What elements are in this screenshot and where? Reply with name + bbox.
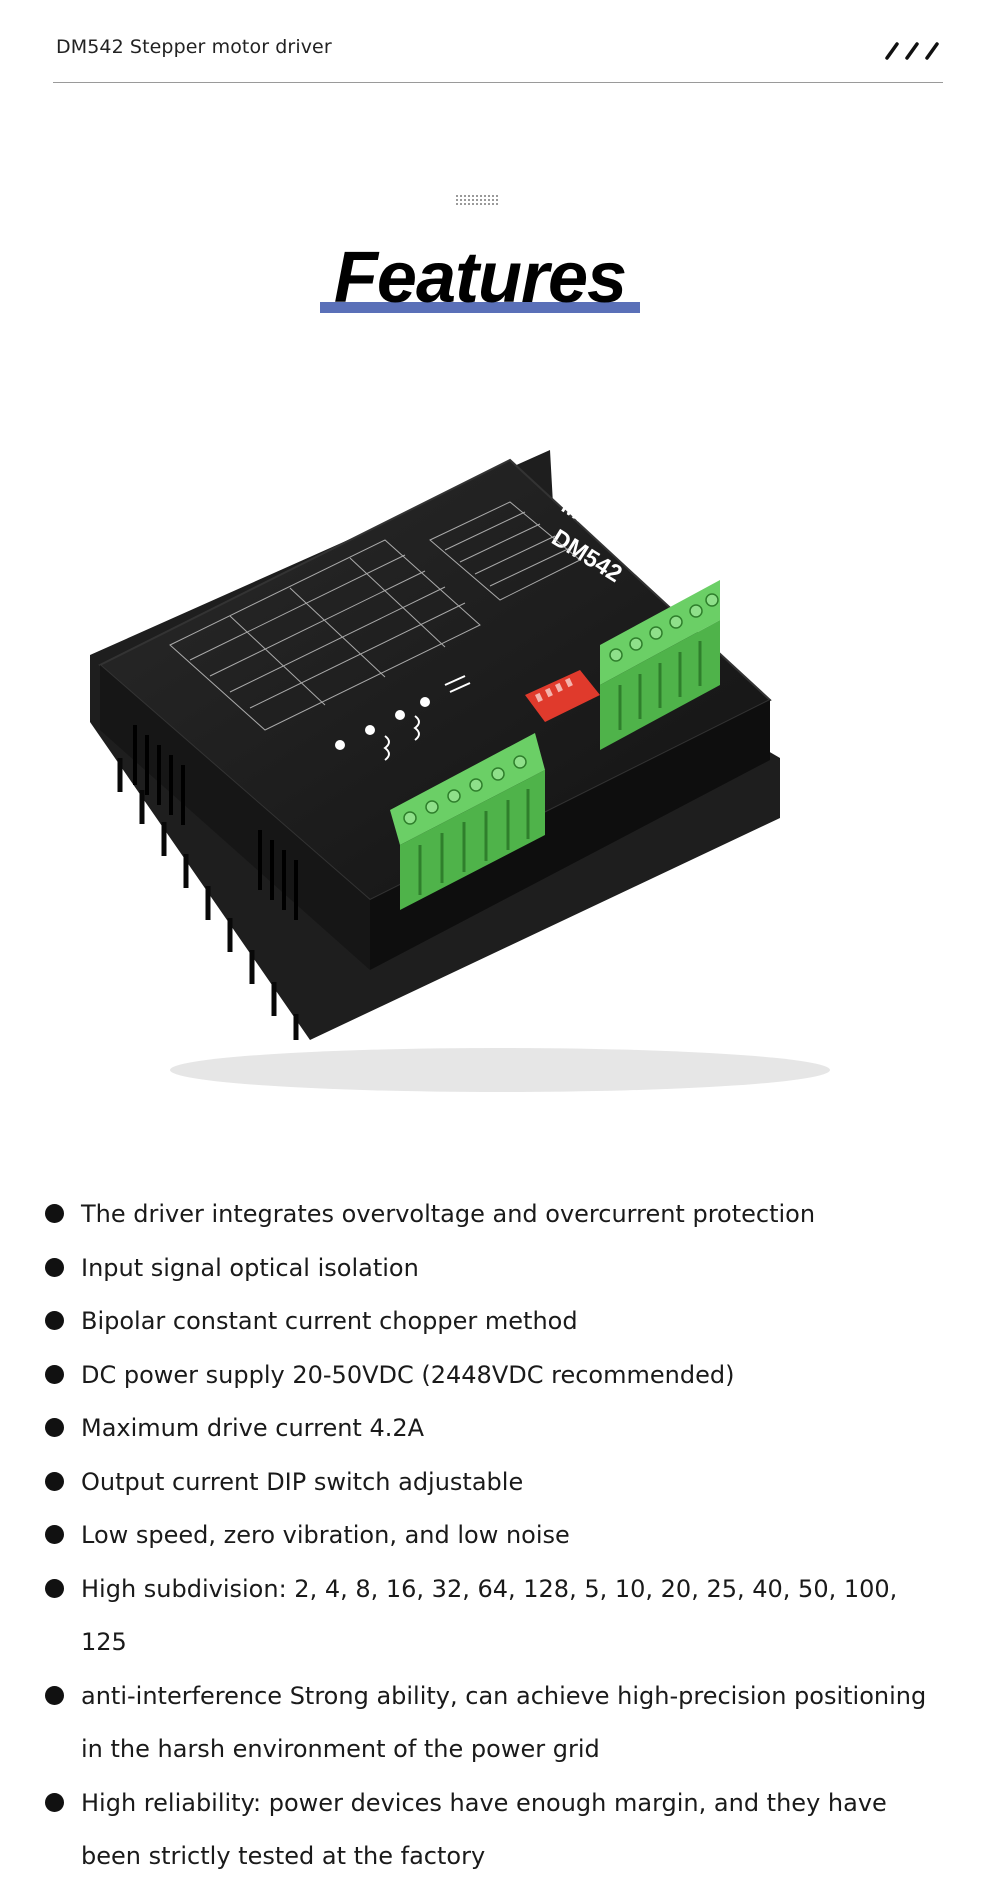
bullet-icon [45,1525,64,1544]
dip-switch [525,670,600,722]
bullet-icon [45,1685,64,1705]
bullet-icon [45,1578,64,1598]
power-terminal-block [390,733,545,910]
feature-text: High subdivision: 2, 4, 8, 16, 32, 64, 1… [81,1574,898,1657]
dotted-ornament-icon [456,195,498,205]
slashes-icon [885,42,939,60]
feature-text: Output current DIP switch adjustable [81,1467,524,1496]
list-item: Maximum drive current 4.2A [45,1402,945,1456]
feature-text: Bipolar constant current chopper method [81,1307,578,1335]
list-item: Low speed, zero vibration, and low noise [45,1509,945,1563]
bullet-icon [45,1792,64,1812]
bullet-icon [45,1311,64,1330]
bullet-icon [45,1471,64,1491]
signal-terminal-block [600,580,720,750]
feature-text: High reliability: power devices have eno… [81,1788,887,1871]
bullet-icon [45,1257,64,1277]
list-item: High subdivision: 2, 4, 8, 16, 32, 64, 1… [45,1563,945,1670]
feature-text: Input signal optical isolation [81,1253,419,1282]
list-item: Output current DIP switch adjustable [45,1456,945,1510]
stepper-driver-image: Microstep Driver DM542 [90,450,830,1092]
heading-accent-bar [320,302,640,313]
driver-side-face [100,665,370,970]
page-header: DM542 Stepper motor driver [53,30,943,83]
list-item: Input signal optical isolation [45,1242,945,1296]
bullet-icon [45,1364,64,1384]
feature-text: The driver integrates overvoltage and ov… [81,1200,816,1228]
section-heading: Features [320,238,640,318]
list-item: Bipolar constant current chopper method [45,1295,945,1349]
list-item: The driver integrates overvoltage and ov… [45,1188,945,1242]
features-list: The driver integrates overvoltage and ov… [45,1188,945,1884]
feature-text: anti-interference Strong ability, can ac… [81,1681,927,1764]
list-item: DC power supply 20-50VDC (2448VDC recomm… [45,1349,945,1403]
feature-text: Maximum drive current 4.2A [81,1414,425,1442]
bullet-icon [45,1204,64,1223]
list-item: anti-interference Strong ability, can ac… [45,1670,945,1777]
section-title: Features [333,238,627,318]
feature-text: Low speed, zero vibration, and low noise [81,1521,570,1549]
list-item: High reliability: power devices have eno… [45,1777,945,1884]
bullet-icon [45,1418,64,1437]
feature-text: DC power supply 20-50VDC (2448VDC recomm… [81,1360,735,1389]
header-title: DM542 Stepper motor driver [56,36,332,58]
